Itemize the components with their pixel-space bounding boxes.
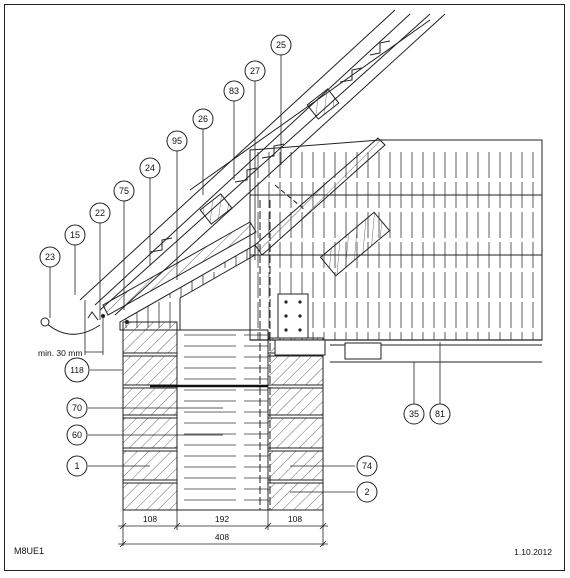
callout-60: 60	[66, 424, 88, 446]
dimension-lines	[118, 510, 328, 548]
wall-section	[122, 200, 326, 511]
callout-74: 74	[356, 455, 378, 477]
callout-75: 75	[113, 180, 135, 202]
svg-text:27: 27	[250, 66, 260, 76]
callout-23: 23	[39, 246, 61, 268]
svg-text:26: 26	[198, 114, 208, 124]
callout-24: 24	[139, 157, 161, 179]
gutter	[40, 311, 129, 335]
drawing-code: M8UE1	[14, 546, 44, 556]
svg-text:95: 95	[172, 136, 182, 146]
svg-text:118: 118	[70, 365, 84, 375]
callout-22: 22	[89, 202, 111, 224]
svg-text:25: 25	[276, 40, 286, 50]
leader-lines	[49, 54, 441, 493]
callout-2: 2	[356, 481, 378, 503]
dim-middle: 192	[215, 514, 229, 524]
dim-total: 408	[215, 532, 229, 542]
dim-left: 108	[143, 514, 157, 524]
svg-text:70: 70	[72, 403, 82, 413]
roof-layers	[79, 9, 446, 331]
svg-text:75: 75	[119, 186, 129, 196]
svg-text:1: 1	[74, 461, 79, 471]
callouts: 25 27 83 26 95 24 75 22 15 23 118 70 60 …	[39, 34, 451, 503]
dim-right: 108	[288, 514, 302, 524]
svg-text:35: 35	[409, 409, 419, 419]
callout-26: 26	[192, 108, 214, 130]
callout-27: 27	[244, 60, 266, 82]
svg-text:81: 81	[435, 409, 445, 419]
callout-83: 83	[223, 80, 245, 102]
svg-text:15: 15	[70, 230, 80, 240]
svg-text:22: 22	[95, 208, 105, 218]
callout-70: 70	[66, 397, 88, 419]
callout-15: 15	[64, 224, 86, 246]
drawing-frame	[4, 4, 565, 571]
min-30mm-dimension: min. 30 mm	[38, 300, 104, 358]
svg-text:24: 24	[145, 163, 155, 173]
callout-118: 118	[64, 357, 90, 383]
svg-text:23: 23	[45, 252, 55, 262]
callout-35: 35	[403, 403, 425, 425]
drawing-date: 1.10.2012	[514, 547, 552, 557]
svg-text:83: 83	[229, 86, 239, 96]
svg-text:74: 74	[362, 461, 372, 471]
callout-1: 1	[66, 455, 88, 477]
svg-text:60: 60	[72, 430, 82, 440]
min-30mm-text: min. 30 mm	[38, 348, 82, 358]
callout-25: 25	[270, 34, 292, 56]
callout-95: 95	[166, 130, 188, 152]
svg-text:2: 2	[364, 487, 369, 497]
callout-81: 81	[429, 403, 451, 425]
